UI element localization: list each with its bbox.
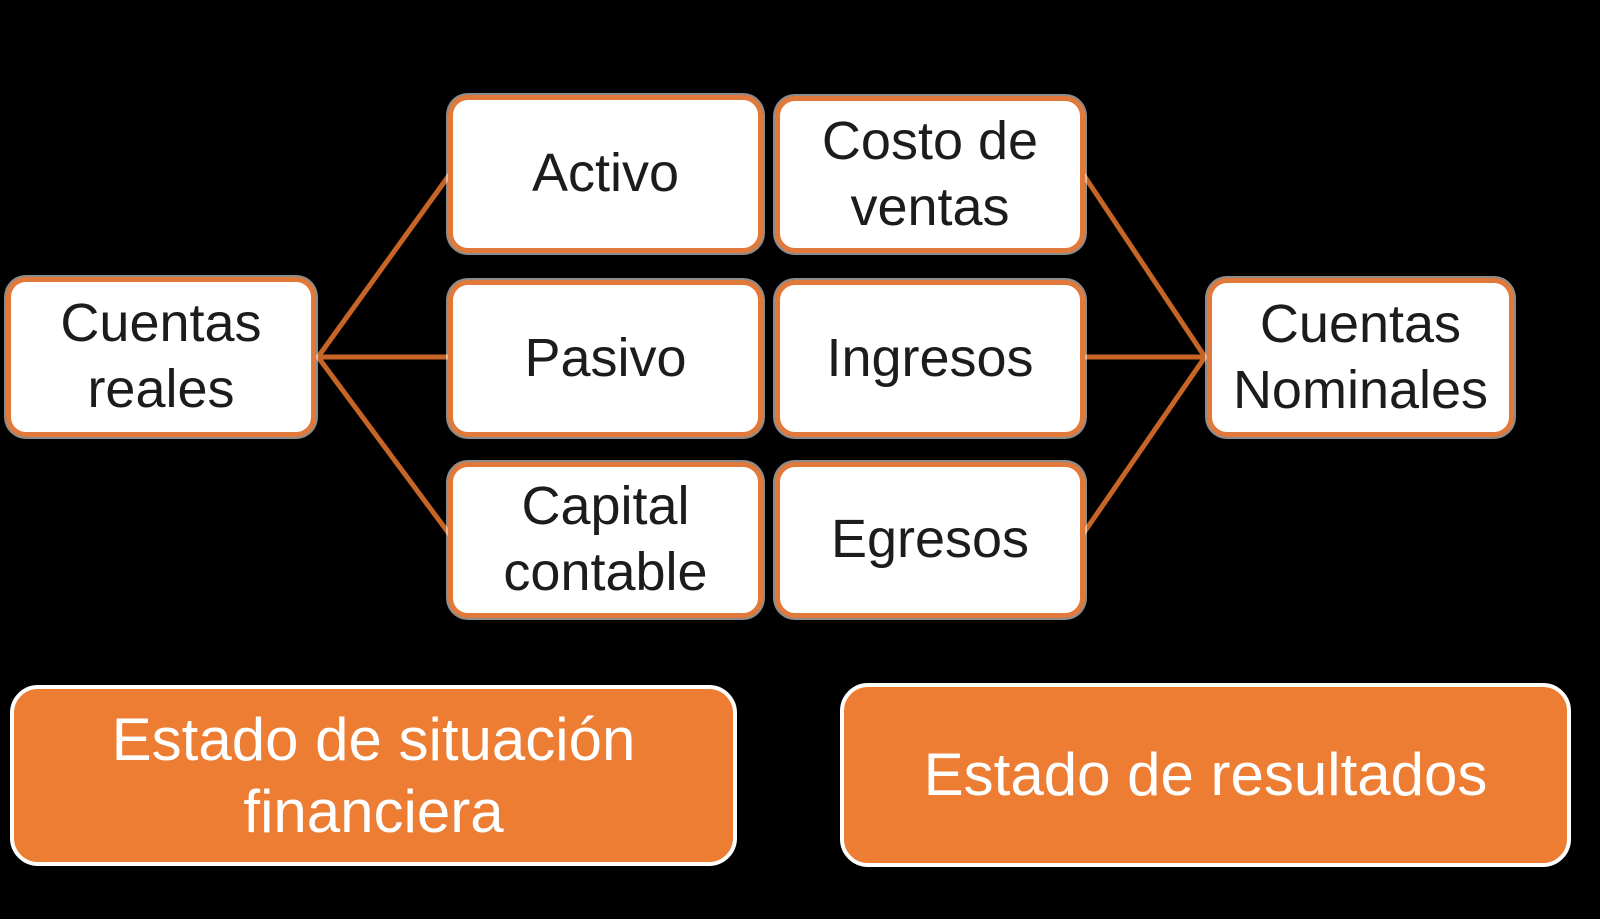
connector-real-capital	[315, 354, 453, 538]
node-ingresos: Ingresos	[775, 280, 1085, 437]
connector-costo-nominal	[1080, 171, 1208, 360]
statement-situacion-financiera-label: Estado de situación financiera	[111, 705, 636, 845]
node-ingresos-label: Ingresos	[826, 327, 1034, 388]
node-costo-de-ventas-label: Costo de ventas	[821, 110, 1039, 237]
node-cuentas-nominales: Cuentas Nominales	[1207, 278, 1514, 437]
node-activo-label: Activo	[531, 143, 680, 204]
node-cuentas-reales: Cuentas reales	[6, 277, 316, 437]
node-pasivo-label: Pasivo	[524, 327, 687, 388]
node-capital-contable: Capital contable	[448, 462, 763, 618]
node-egresos: Egresos	[775, 462, 1085, 618]
node-pasivo: Pasivo	[448, 280, 763, 437]
connector-egresos-nominal	[1080, 354, 1208, 537]
node-cuentas-nominales-label: Cuentas Nominales	[1232, 293, 1489, 420]
node-cuentas-reales-label: Cuentas reales	[60, 293, 262, 419]
node-capital-contable-label: Capital contable	[503, 476, 708, 602]
node-costo-de-ventas: Costo de ventas	[775, 96, 1085, 253]
node-activo: Activo	[448, 95, 763, 253]
statement-situacion-financiera: Estado de situación financiera	[10, 685, 737, 866]
statement-resultados: Estado de resultados	[840, 683, 1571, 867]
connector-real-activo	[315, 171, 453, 360]
statement-resultados-label: Estado de resultados	[923, 741, 1488, 808]
node-egresos-label: Egresos	[830, 509, 1030, 570]
